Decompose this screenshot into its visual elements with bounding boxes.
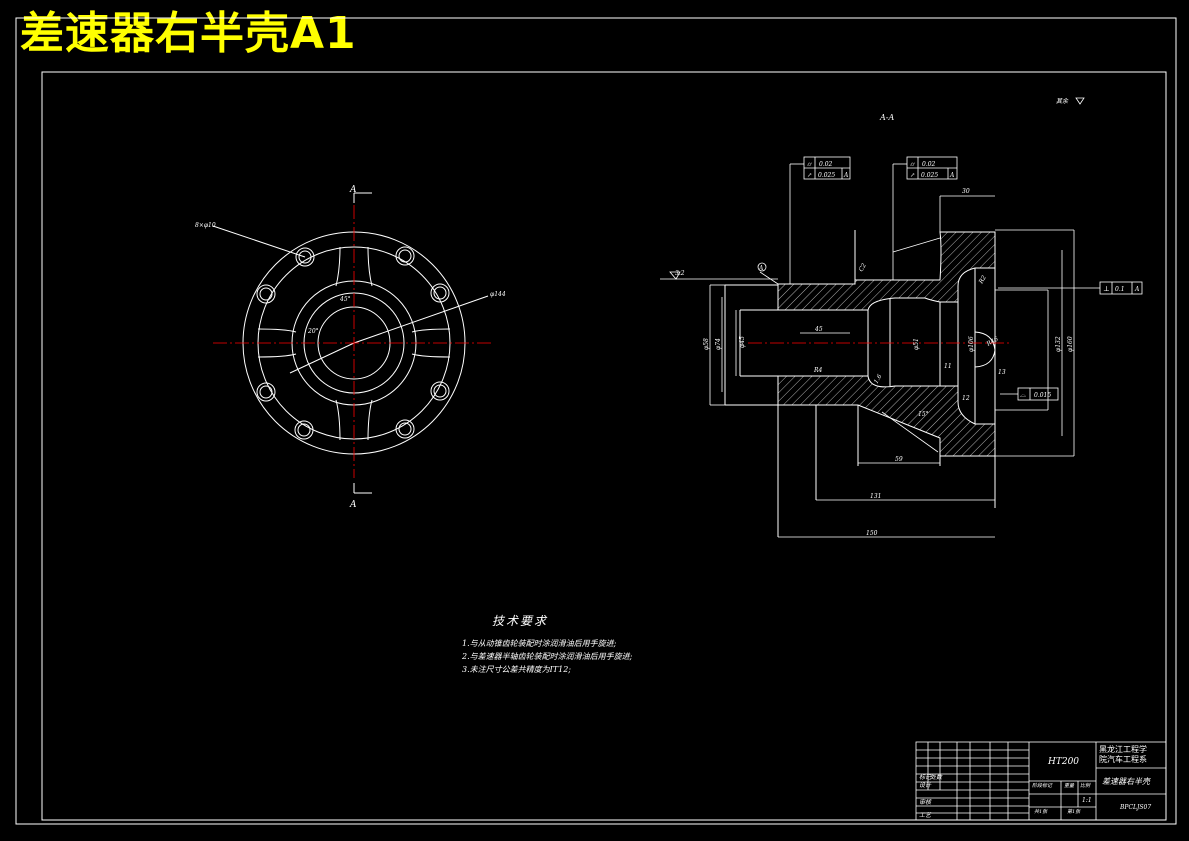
label-process: 工艺	[919, 812, 932, 819]
dim-12: 12	[962, 395, 970, 402]
gdt-3-value: 0.02	[922, 161, 936, 168]
scale-value: 1:1	[1082, 797, 1092, 804]
label-count: 处数	[930, 774, 943, 781]
school-line-1: 黑龙江工程学	[1099, 745, 1147, 754]
profile-tol-value: 0.015	[1034, 392, 1051, 399]
label-sheet-no: 第1张	[1067, 809, 1081, 815]
dim-top-width: 30	[962, 188, 970, 195]
perp-tol-value: 0.1	[1115, 286, 1125, 293]
gdt-4-symbol: ↗	[910, 172, 915, 179]
gdt-3-symbol: ⌭	[910, 161, 916, 168]
dim-dia-132: φ132	[1055, 336, 1062, 352]
material: HT200	[1048, 757, 1080, 767]
school-line-2: 院汽车工程系	[1099, 755, 1147, 764]
gdt-4-value: 0.025	[921, 172, 938, 179]
part-name: 差速器右半壳	[1102, 777, 1150, 786]
label-mark: 标记	[919, 774, 932, 781]
label-scale: 比例	[1080, 783, 1091, 789]
dim-dia-51: φ51	[913, 338, 920, 350]
dim-dia-106: φ106	[968, 336, 975, 352]
bolt-holes	[256, 246, 450, 440]
front-centerlines	[213, 205, 492, 478]
holes-callout: 8×φ10	[195, 222, 216, 229]
gdt-2-datum: A	[843, 172, 849, 179]
gdt-2-symbol: ↗	[807, 172, 812, 179]
inner-border	[41, 71, 1167, 821]
gdt-2-value: 0.025	[818, 172, 835, 179]
cut-label-bottom: A	[349, 500, 357, 510]
tech-item: 3.未注尺寸公差共精度为IT12;	[462, 665, 572, 674]
page-title: 差速器右半壳A1	[20, 8, 357, 59]
gdt-4-datum: A	[949, 172, 955, 179]
diameter-callout: φ144	[490, 291, 506, 298]
section-label: A-A	[879, 113, 894, 122]
perp-tol-symbol: ⊥	[1103, 285, 1110, 293]
dim-131: 131	[870, 493, 881, 500]
gdt-1-value: 0.02	[819, 161, 833, 168]
title-block-grid	[915, 741, 1167, 821]
dim-chamfer: C2	[858, 262, 868, 273]
dim-150: 150	[866, 530, 878, 537]
dim-dia-45: φ45	[739, 336, 746, 348]
tech-item: 1.与从动锥齿轮装配时涂润滑油后用手旋进;	[462, 639, 617, 648]
ra-note: 3.2	[675, 270, 685, 277]
profile-tol-symbol: ⌓	[1020, 391, 1026, 399]
dim-r-small: R4	[813, 367, 823, 374]
section-view	[660, 97, 1143, 538]
tech-item: 2.与差速器半轴齿轮装配时涂润滑油后用手旋进;	[462, 652, 633, 661]
angle-note-2: 20°	[307, 328, 319, 335]
dim-ang15: 15°	[918, 411, 929, 418]
dim-dia-160: φ160	[1067, 336, 1074, 352]
dim-r-46: R46	[985, 336, 1000, 349]
cut-markers	[353, 192, 372, 494]
dim-59: 59	[895, 456, 903, 463]
dim-11: 11	[944, 363, 952, 370]
label-weight: 重量	[1064, 783, 1075, 789]
cut-label-top: A	[349, 185, 357, 195]
label-total-sheets: 共1张	[1034, 809, 1048, 815]
dim-13: 13	[998, 369, 1006, 376]
tech-requirements: 技术要求 1.与从动锥齿轮装配时涂润滑油后用手旋进; 2.与差速器半轴齿轮装配时…	[462, 612, 632, 676]
dim-inner-len: 45	[814, 326, 823, 333]
label-stage-mark: 阶段标记	[1032, 783, 1053, 789]
dim-ra2: 1.6	[873, 373, 884, 385]
drawing-number: BPCLJS07	[1120, 804, 1152, 811]
dim-dia-58: φ58	[703, 338, 710, 350]
title-block: HT200 黑龙江工程学 院汽车工程系 差速器右半壳 BPCLJS07 1:1 …	[916, 742, 1166, 820]
roughness-note: 其余	[1056, 97, 1069, 105]
datum-a-label: A	[758, 265, 764, 272]
gdt-1-symbol: ⌭	[807, 161, 813, 168]
tech-heading: 技术要求	[492, 614, 549, 628]
label-design: 设计	[919, 782, 932, 789]
perp-tol-datum: A	[1134, 286, 1140, 293]
front-view	[212, 225, 489, 455]
dim-dia-74: φ74	[715, 338, 722, 350]
angle-note: 45°	[339, 296, 351, 303]
label-review: 审核	[919, 799, 932, 806]
outer-border	[15, 17, 1177, 825]
dim-r-2: R2	[977, 274, 988, 286]
